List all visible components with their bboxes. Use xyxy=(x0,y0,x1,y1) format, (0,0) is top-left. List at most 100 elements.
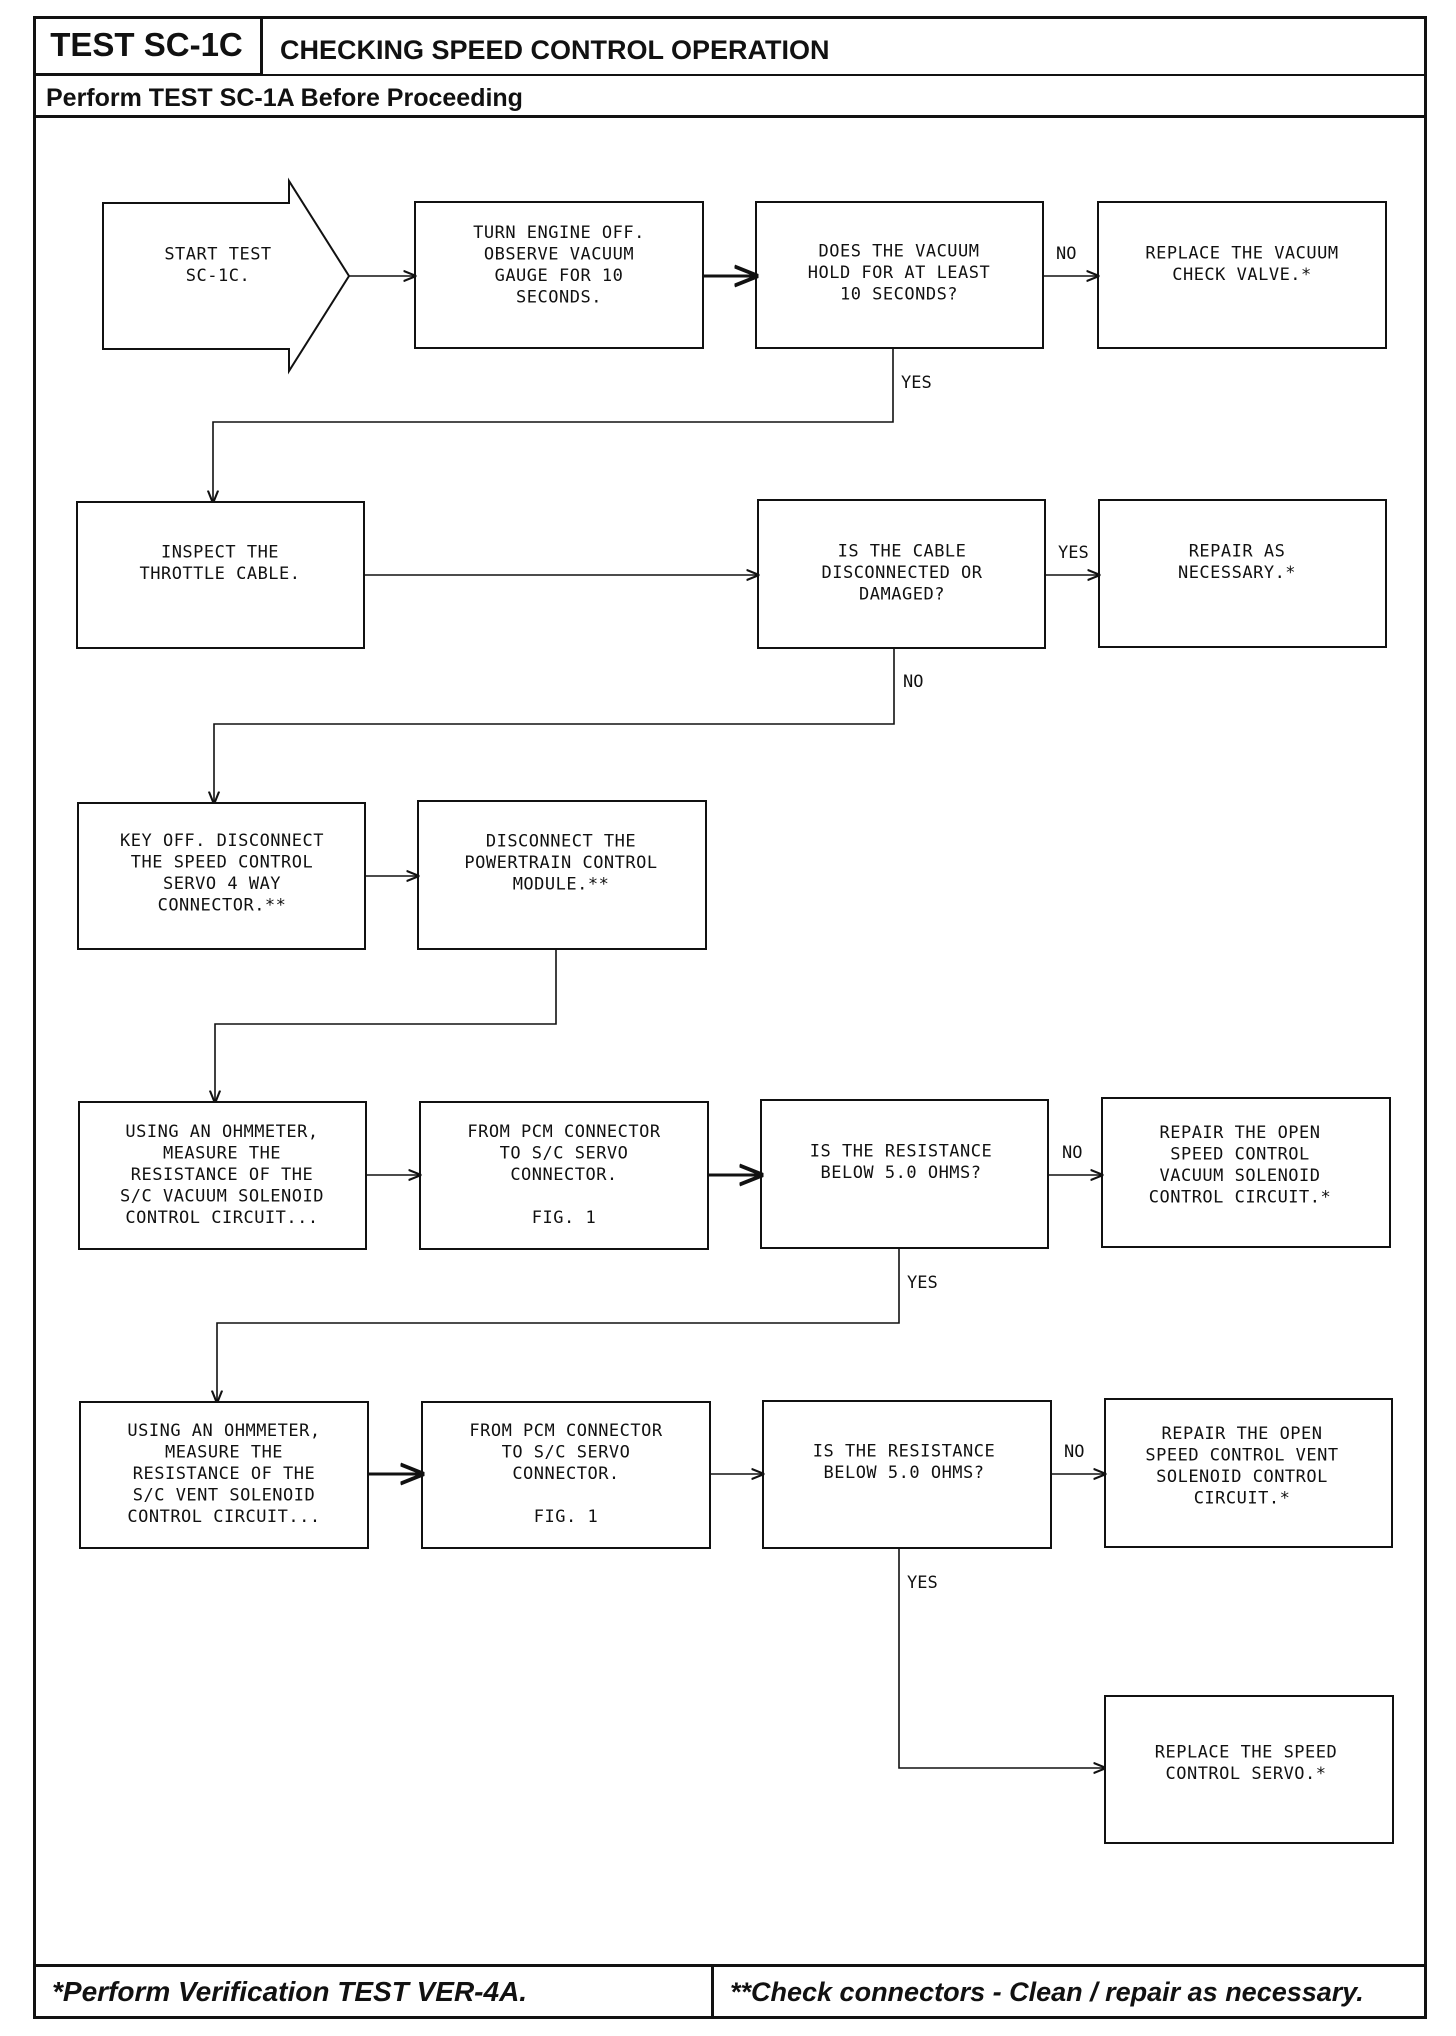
label-yes-4: YES xyxy=(907,1573,938,1593)
label-no-1: NO xyxy=(1056,244,1076,264)
box-text-line: CIRCUIT.* xyxy=(1194,1488,1291,1508)
box-text-line: CONTROL CIRCUIT... xyxy=(127,1507,320,1527)
box-text-line: TO S/C SERVO xyxy=(502,1443,631,1463)
turn-engine-off-box xyxy=(414,201,704,349)
connector-vacuum-yes xyxy=(213,348,894,502)
box-text-line: VACUUM SOLENOID xyxy=(1159,1166,1320,1186)
box-text-line: START TEST xyxy=(164,244,271,264)
box-text-line: TO S/C SERVO xyxy=(500,1144,629,1164)
box-text-line: BELOW 5.0 OHMS? xyxy=(823,1463,984,1483)
label-no-2: NO xyxy=(903,672,923,692)
label-no-4: NO xyxy=(1064,1442,1084,1462)
box-text-line: RESISTANCE OF THE xyxy=(131,1165,314,1185)
box-text-line: IS THE RESISTANCE xyxy=(810,1141,993,1161)
repair-vent-box xyxy=(1104,1398,1393,1548)
box-text-line: SERVO 4 WAY xyxy=(163,874,281,894)
vacuum-hold-decision-box xyxy=(755,201,1044,349)
box-text-line: FROM PCM CONNECTOR xyxy=(467,1122,660,1142)
box-text-line: CONTROL CIRCUIT... xyxy=(125,1208,318,1228)
box-text-line: NECESSARY.* xyxy=(1178,563,1296,583)
page-title: CHECKING SPEED CONTROL OPERATION xyxy=(280,34,830,65)
box-text-line: FIG. 1 xyxy=(532,1208,596,1228)
measure-vacuum-box xyxy=(78,1101,367,1250)
inspect-cable-box xyxy=(76,501,365,649)
box-text-line: 10 SECONDS? xyxy=(840,285,958,305)
box-text-line: IS THE CABLE xyxy=(838,542,967,562)
box-text-line: DISCONNECT THE xyxy=(486,832,636,852)
replace-check-valve-box xyxy=(1097,201,1387,349)
label-yes-1: YES xyxy=(901,373,932,393)
box-text-line: REPLACE THE VACUUM xyxy=(1145,243,1338,263)
box-text-line: CONNECTOR. xyxy=(510,1165,617,1185)
start-arrow-shape xyxy=(102,177,351,375)
box-text-line: REPAIR THE OPEN xyxy=(1161,1424,1322,1444)
disconnect-pcm-box xyxy=(417,800,707,950)
box-text-line: SOLENOID CONTROL xyxy=(1156,1467,1328,1487)
box-text-line: THROTTLE CABLE. xyxy=(139,564,300,584)
pcm-vacuum-box xyxy=(419,1101,709,1250)
box-text-line: TURN ENGINE OFF. xyxy=(473,223,645,243)
repair-cable-box xyxy=(1098,499,1387,648)
box-text-line: REPLACE THE SPEED xyxy=(1155,1742,1338,1762)
box-text-line: IS THE RESISTANCE xyxy=(813,1441,996,1461)
box-text-line: SPEED CONTROL xyxy=(1170,1144,1310,1164)
box-text-line: SPEED CONTROL VENT xyxy=(1145,1445,1338,1465)
box-text-line: USING AN OHMMETER, xyxy=(127,1421,320,1441)
footer-verification-note: *Perform Verification TEST VER-4A. xyxy=(52,1976,528,2007)
box-text-line: S/C VENT SOLENOID xyxy=(133,1486,316,1506)
box-text-line: DISCONNECTED OR xyxy=(821,563,982,583)
cable-damaged-decision-box xyxy=(757,499,1046,649)
box-text-line: HOLD FOR AT LEAST xyxy=(808,263,991,283)
box-text-line: MODULE.** xyxy=(513,875,610,895)
box-text-line: CONNECTOR. xyxy=(512,1464,619,1484)
box-text-line: CHECK VALVE.* xyxy=(1172,265,1312,285)
box-text-line: BELOW 5.0 OHMS? xyxy=(820,1163,981,1183)
box-text-line: GAUGE FOR 10 xyxy=(495,266,624,286)
box-text-line: DOES THE VACUUM xyxy=(818,242,979,262)
box-text-line: FROM PCM CONNECTOR xyxy=(469,1421,662,1441)
box-text-line: OBSERVE VACUUM xyxy=(484,244,634,264)
box-text-line: KEY OFF. DISCONNECT xyxy=(120,831,324,851)
header-rule xyxy=(263,74,1427,76)
connector-cable-no xyxy=(214,648,895,803)
footer-divider xyxy=(711,1964,714,2019)
box-text-line: USING AN OHMMETER, xyxy=(125,1122,318,1142)
box-text-line: THE SPEED CONTROL xyxy=(131,852,314,872)
box-text-line: CONTROL SERVO.* xyxy=(1165,1764,1326,1784)
box-text-line: MEASURE THE xyxy=(163,1144,281,1164)
box-text-line: INSPECT THE xyxy=(161,542,279,562)
box-text-line: CONNECTOR.** xyxy=(158,895,287,915)
box-text-line: REPAIR AS xyxy=(1189,541,1286,561)
page-subtitle: Perform TEST SC-1A Before Proceeding xyxy=(46,83,523,112)
connector-resistance-vent-yes xyxy=(898,1548,1105,1768)
resistance-vacuum-decision-box xyxy=(760,1099,1049,1249)
page-frame xyxy=(33,16,1427,2019)
pcm-vent-box xyxy=(421,1401,711,1549)
box-text-line: CONTROL CIRCUIT.* xyxy=(1149,1187,1332,1207)
footer-connector-note: **Check connectors - Clean / repair as n… xyxy=(730,1976,1364,2007)
footer-rule xyxy=(33,1964,1427,1967)
label-no-3: NO xyxy=(1062,1143,1082,1163)
connector-pcm-to-measure xyxy=(215,949,557,1102)
disconnect-servo-box xyxy=(77,802,366,950)
box-text-line: SECONDS. xyxy=(516,287,602,307)
measure-vent-box xyxy=(79,1401,369,1549)
box-text-line: SC-1C. xyxy=(186,266,250,286)
